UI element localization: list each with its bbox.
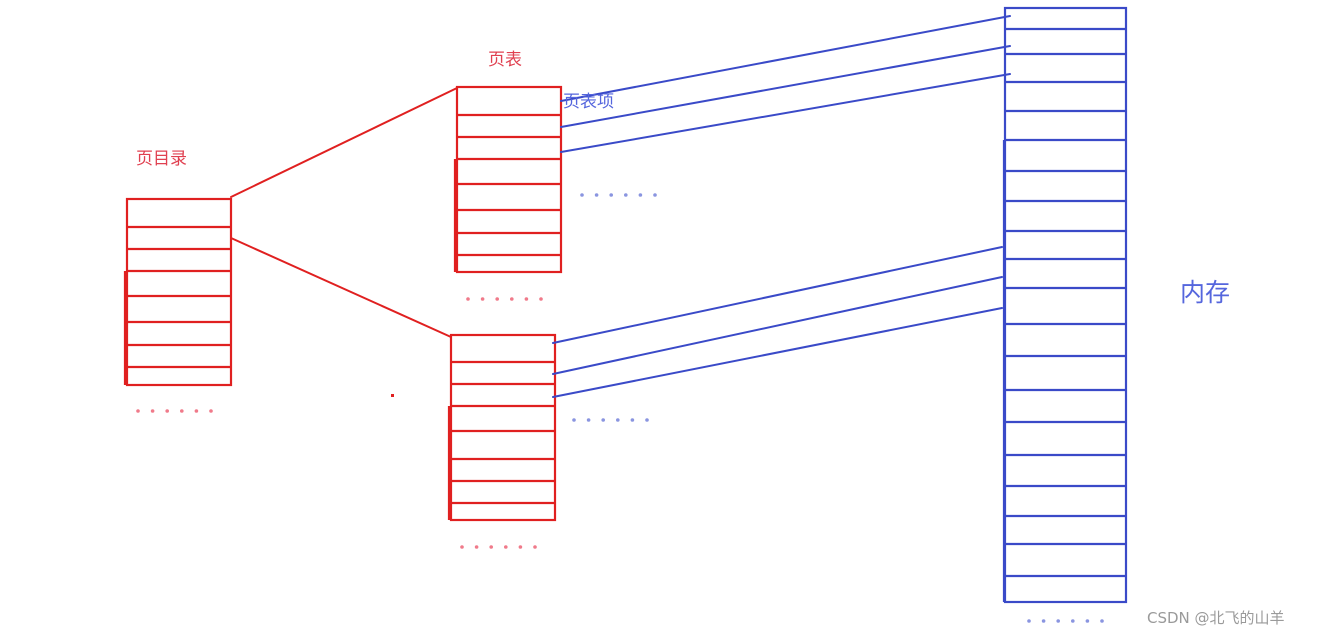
directory-to-table-1-line [230,87,458,198]
table-2-more-ellipsis-dot [645,418,649,422]
pte-link-line [552,246,1003,344]
pte-link-line [560,73,1011,153]
directory-to-table-2-line [230,237,452,338]
directory-ellipsis-dot [180,409,184,413]
memory-ellipsis-dot [1056,619,1060,623]
table-1-more-ellipsis-dot [594,193,599,197]
table-2-ellipsis-dot [518,545,523,549]
table-1-ellipsis-dot [466,297,470,301]
pte-link-line [560,15,1011,102]
table-1-ellipsis-dot [480,297,485,301]
memory-ellipsis-dot [1100,619,1104,623]
stray-mark [391,394,394,397]
pte-link-line [560,45,1011,128]
directory-ellipsis-dot [150,409,155,413]
table-1-more-ellipsis-dot [580,193,584,197]
table-1-more-ellipsis-dot [638,193,643,197]
memory-ellipsis-dot [1071,619,1075,623]
table-2-ellipsis-dot [474,545,479,549]
directory-ellipsis-dot [136,409,140,413]
memory-ellipsis-dot [1041,619,1046,623]
table-1-ellipsis-dot [510,297,514,301]
table-2-more-ellipsis-dot [630,418,635,422]
pte-link-line [552,307,1003,398]
table-2-more-ellipsis-dot [572,418,576,422]
table-2-ellipsis-dot [489,545,494,549]
page-table-label: 页表 [488,50,522,70]
memory-ellipsis-dot [1027,619,1031,623]
directory-ellipsis-dot [194,409,199,413]
table-2-more-ellipsis-dot [586,418,591,422]
table-1-more-ellipsis-dot [609,193,613,197]
table-2-ellipsis-dot [533,545,537,549]
page-table-2-border [449,333,557,522]
table-2-more-ellipsis-dot [616,418,620,422]
table-2-ellipsis-dot [504,545,508,549]
memory-stack-border [1003,6,1128,604]
page-directory-border [125,197,233,387]
pte-link-line [552,276,1003,375]
watermark-text: CSDN @北飞的山羊 [1147,609,1285,627]
page-table-1-border [455,85,563,274]
page-directory-label: 页目录 [136,149,187,169]
table-2-ellipsis-dot [460,545,464,549]
memory-ellipsis-dot [1085,619,1090,623]
table-1-ellipsis-dot [539,297,543,301]
table-2-more-ellipsis-dot [601,418,605,422]
memory-label: 内存 [1180,278,1231,307]
table-1-more-ellipsis-dot [653,193,657,197]
directory-ellipsis-dot [209,409,213,413]
table-1-ellipsis-dot [495,297,500,301]
directory-ellipsis-dot [165,409,169,413]
page-table-entry-label: 页表项 [563,92,614,112]
table-1-ellipsis-dot [524,297,529,301]
table-1-more-ellipsis-dot [624,193,628,197]
